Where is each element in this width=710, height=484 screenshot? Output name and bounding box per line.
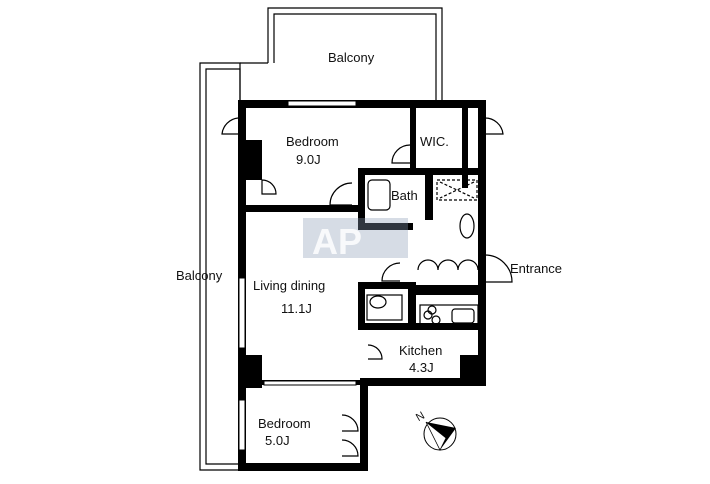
compass-icon: N — [414, 410, 457, 451]
room-living-name: Living dining — [253, 278, 325, 293]
room-wic-name: WIC. — [420, 134, 449, 149]
room-bath-name: Bath — [391, 188, 418, 203]
balcony-left-label: Balcony — [176, 268, 223, 283]
svg-text:AP: AP — [312, 221, 362, 262]
windows — [238, 100, 357, 451]
room-living-size: 11.1J — [281, 301, 312, 316]
balcony-top-label: Balcony — [328, 50, 375, 65]
entrance-label: Entrance — [510, 261, 562, 276]
room-bedroom-1-size: 9.0J — [296, 152, 321, 167]
room-bedroom-1-name: Bedroom — [286, 134, 339, 149]
room-bedroom-2-size: 5.0J — [265, 433, 290, 448]
room-kitchen-name: Kitchen — [399, 343, 442, 358]
room-kitchen-size: 4.3J — [409, 360, 434, 375]
watermark: AP — [303, 218, 408, 262]
doors — [221, 117, 513, 457]
balcony-outline — [199, 7, 443, 471]
fixtures — [366, 179, 479, 326]
svg-text:N: N — [414, 410, 427, 424]
room-bedroom-2-name: Bedroom — [258, 416, 311, 431]
